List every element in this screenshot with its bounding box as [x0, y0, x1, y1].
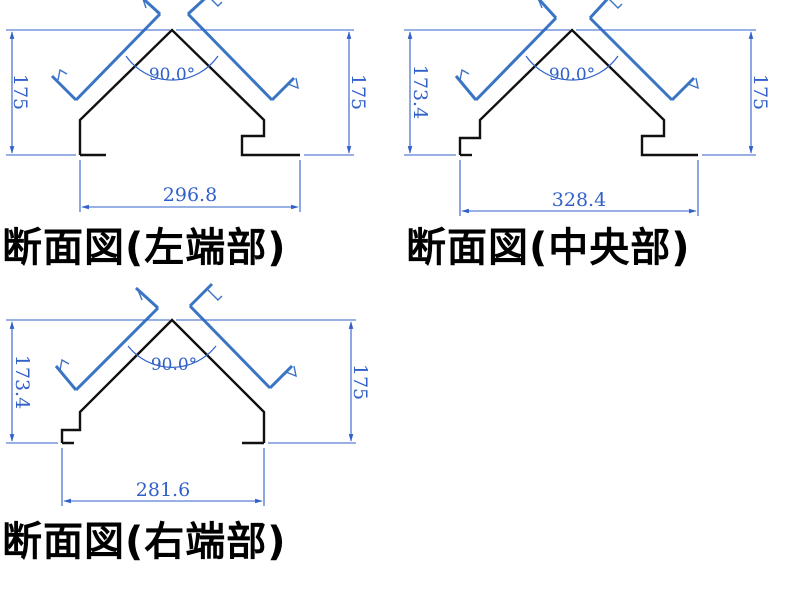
angle-arc	[525, 55, 619, 81]
angle-label: 90.0°	[549, 65, 595, 85]
profile-outline	[458, 28, 698, 157]
height-label-right: 175	[749, 74, 771, 110]
weld-symbol	[50, 0, 296, 102]
section-title-center: 断面図(中央部)	[406, 225, 691, 271]
height-dimension-left	[6, 319, 170, 444]
section-left-end: 90.0° 175 175 296.8	[6, 0, 369, 212]
width-dimension	[61, 448, 265, 506]
width-label: 281.6	[136, 479, 190, 501]
weld-symbol	[454, 0, 696, 102]
height-dimension-right	[176, 29, 354, 156]
height-dimension-right	[576, 29, 756, 156]
weld-flag-icon	[459, 0, 699, 90]
weld-flag-icon	[59, 289, 297, 378]
profile-outline	[60, 318, 266, 443]
height-dimension-left	[404, 29, 570, 156]
height-label-left: 175	[9, 74, 31, 110]
height-dimension-left	[6, 29, 170, 156]
height-label-left: 173.4	[409, 65, 431, 119]
width-label: 296.8	[163, 184, 217, 206]
width-label: 328.4	[552, 189, 606, 211]
angle-label: 90.0°	[151, 355, 197, 375]
section-right-end: 90.0° 173.4 175 281.6	[6, 282, 371, 506]
height-dimension-right	[176, 319, 356, 444]
width-dimension	[459, 160, 699, 216]
angle-arc	[127, 345, 217, 368]
height-label-right: 175	[349, 364, 371, 400]
angle-label: 90.0°	[149, 65, 195, 85]
height-label-left: 173.4	[11, 355, 33, 409]
angle-arc	[125, 55, 219, 81]
weld-flag-icon	[57, 0, 299, 90]
height-label-right: 175	[347, 74, 369, 110]
profile-outline	[78, 28, 300, 157]
width-dimension	[79, 160, 301, 212]
section-title-right-end: 断面図(右端部)	[2, 519, 287, 565]
section-center: 90.0° 173.4 175 328.4	[404, 0, 771, 216]
section-title-left-end: 断面図(左端部)	[2, 225, 287, 271]
